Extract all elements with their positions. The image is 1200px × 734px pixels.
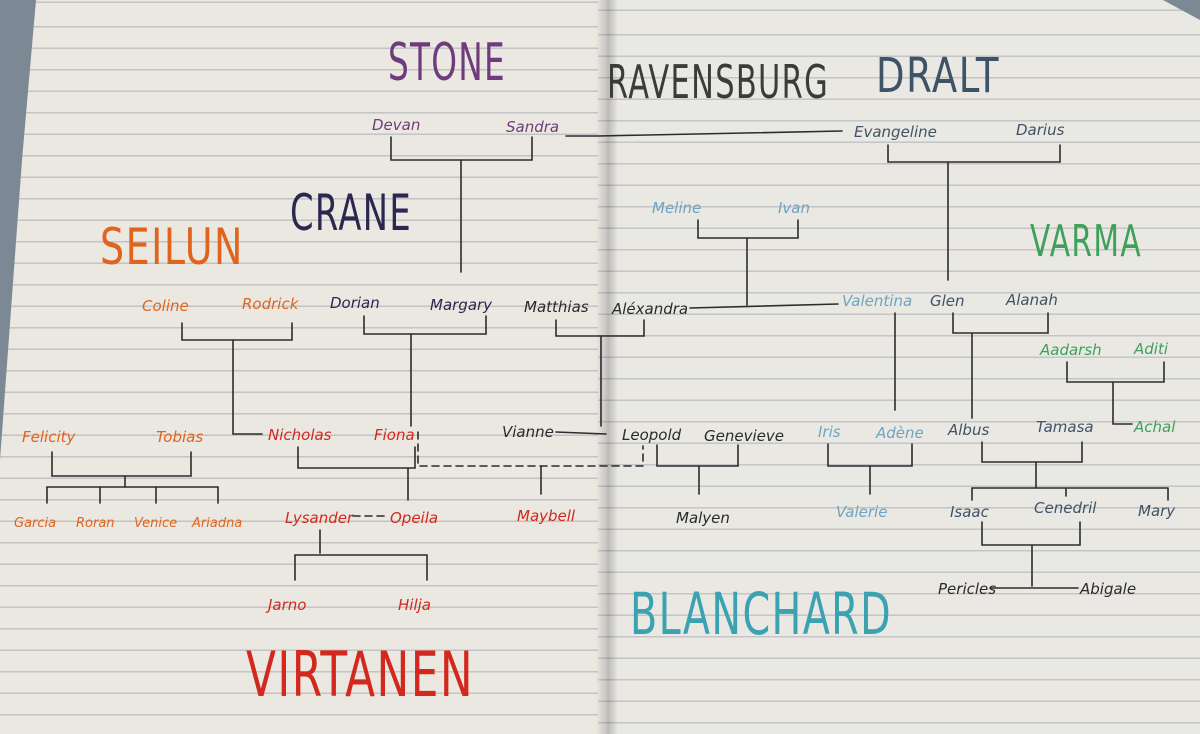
name-nicholas: Nicholas [268,426,332,444]
name-maybell: Maybell [517,507,576,525]
name-darius: Darius [1016,121,1065,139]
name-lysander: Lysander [285,509,354,527]
name-fiona: Fiona [374,426,415,444]
name-malyen: Malyen [676,509,730,527]
name-glen: Glen [930,292,965,310]
name-tamasa: Tamasa [1036,418,1094,436]
name-alanah: Alanah [1005,291,1058,309]
surname-stone: STONE [388,33,506,93]
name-genevieve: Genevieve [704,427,784,445]
name-devan: Devan [372,116,420,134]
name-margary: Margary [430,296,493,314]
name-albus: Albus [947,421,989,439]
name-cenedril: Cenedril [1034,499,1097,517]
name-vianne: Vianne [502,423,554,441]
name-venice: Venice [134,516,177,531]
notebook-gutter [596,0,618,734]
surname-blanchard: BLANCHARD [630,580,892,648]
name-isaac: Isaac [950,503,990,521]
name-mary: Mary [1138,502,1176,520]
name-valerie: Valerie [836,503,887,521]
name-evangeline: Evangeline [854,123,937,141]
name-aditi: Aditi [1133,340,1169,358]
name-rodrick: Rodrick [242,295,300,313]
surname-crane: CRANE [290,184,412,242]
surname-ravensburg: RAVENSBURG [607,55,829,109]
name-pericles: Pericles [938,580,996,598]
notebook-left-page [0,0,612,734]
tree-connector-lines [46,130,1169,589]
name-opeila: Opeila [390,509,438,527]
notebook-right-page [598,0,1200,734]
name-iris: Iris [818,423,841,441]
name-hilja: Hilja [398,596,431,614]
surname-headings: STONE RAVENSBURG DRALT CRANE SEILUN VARM… [100,33,1142,711]
name-valentina: Valentina [842,292,912,310]
family-member-names: Devan Sandra Evangeline Darius Meline Iv… [14,116,1176,614]
name-adene: Adène [875,424,924,442]
name-sandra: Sandra [506,118,559,136]
name-tobias: Tobias [156,428,203,446]
name-achal: Achal [1133,418,1176,436]
name-alexandra: Aléxandra [611,300,688,318]
surname-virtanen: VIRTANEN [246,638,474,711]
name-meline: Meline [652,199,701,217]
name-ariadna: Ariadna [191,516,242,531]
name-felicity: Felicity [22,428,76,446]
name-ivan: Ivan [778,199,810,217]
name-coline: Coline [142,297,189,315]
name-jarno: Jarno [265,596,306,614]
name-abigale: Abigale [1079,580,1136,598]
name-aadarsh: Aadarsh [1039,341,1102,359]
surname-seilun: SEILUN [100,218,244,276]
name-roran: Roran [76,516,115,531]
surname-dralt: DRALT [876,48,1000,104]
name-garcia: Garcia [14,516,56,531]
name-leopold: Leopold [622,426,682,444]
name-dorian: Dorian [330,294,380,312]
name-matthias: Matthias [524,298,589,316]
surname-varma: VARMA [1030,216,1142,267]
